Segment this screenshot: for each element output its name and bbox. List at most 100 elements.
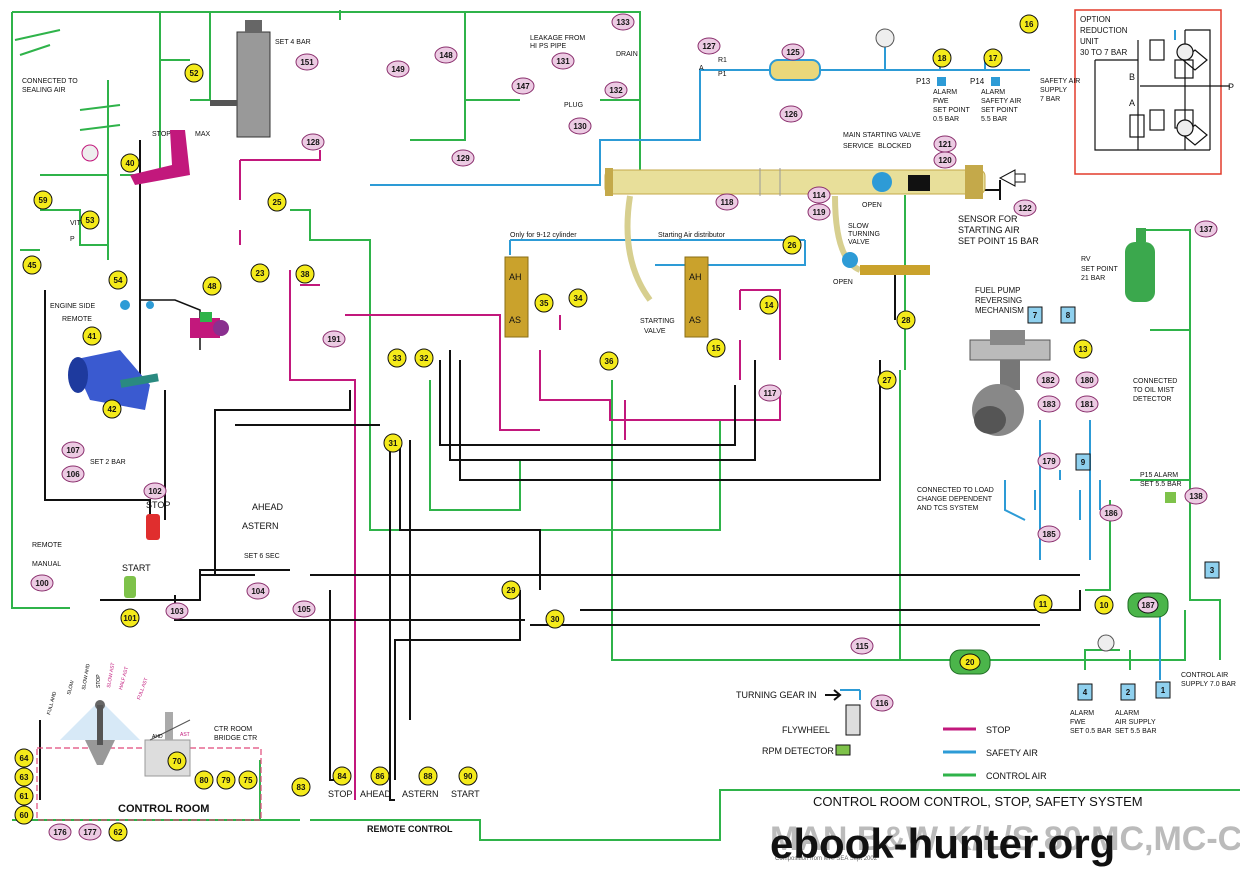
- connected-oil-mist-label: CONNECTED TO OIL MIST DETECTOR: [1133, 378, 1177, 403]
- svg-text:181: 181: [1080, 400, 1094, 409]
- svg-text:ALARM: ALARM: [1070, 710, 1094, 717]
- svg-text:187: 187: [1141, 601, 1155, 610]
- badge-106: 106: [61, 465, 85, 483]
- badge-38: 38: [295, 264, 315, 284]
- starting-air-main-pipe: [604, 165, 986, 302]
- svg-text:176: 176: [53, 828, 67, 837]
- ahead-label: AHEAD: [252, 502, 284, 512]
- badge-45: 45: [22, 255, 42, 275]
- svg-text:105: 105: [297, 605, 311, 614]
- badge-129: 129: [451, 149, 475, 167]
- badge-11: 11: [1033, 594, 1053, 614]
- badge-52: 52: [184, 63, 204, 83]
- badge-70: 70: [167, 751, 187, 771]
- svg-text:75: 75: [244, 776, 253, 785]
- svg-text:115: 115: [856, 642, 869, 651]
- svg-text:29: 29: [507, 586, 516, 595]
- svg-text:53: 53: [86, 216, 95, 225]
- badge-16: 16: [1019, 14, 1039, 34]
- control-room-label: CONTROL ROOM: [118, 803, 209, 815]
- badge-114: 114: [807, 186, 831, 204]
- badge-28: 28: [896, 310, 916, 330]
- option-unit-box: [1074, 9, 1222, 175]
- svg-text:18: 18: [938, 54, 947, 63]
- badge-151: 151: [295, 53, 319, 71]
- open-label-lower: OPEN: [833, 279, 853, 286]
- badge-119: 119: [807, 203, 831, 221]
- oval-187: 187: [1127, 592, 1169, 618]
- svg-text:STOP: STOP: [96, 674, 102, 688]
- p15-indicator: [1165, 492, 1176, 503]
- svg-text:23: 23: [256, 269, 265, 278]
- svg-text:SET 5.5 BAR: SET 5.5 BAR: [1115, 728, 1157, 735]
- svg-text:AND TCS SYSTEM: AND TCS SYSTEM: [917, 505, 978, 512]
- svg-text:119: 119: [813, 208, 826, 217]
- ahd-label: AHD: [152, 734, 163, 740]
- svg-text:151: 151: [300, 58, 314, 67]
- svg-text:41: 41: [88, 332, 97, 341]
- svg-text:UNIT: UNIT: [1080, 37, 1099, 46]
- control-room-lever[interactable]: [144, 712, 191, 777]
- sensor-label-3: SET POINT 15 BAR: [958, 236, 1039, 246]
- stop-label-top: STOP: [152, 131, 171, 138]
- badge-116: 116: [870, 694, 894, 712]
- badge-84: 84: [332, 766, 352, 786]
- badge-30: 30: [545, 609, 565, 629]
- flywheel-box: [845, 704, 861, 736]
- ah-label-left: AH: [509, 272, 522, 282]
- remote-label-lower: REMOTE: [32, 542, 62, 549]
- svg-text:0.5 BAR: 0.5 BAR: [933, 116, 959, 123]
- svg-text:185: 185: [1042, 530, 1056, 539]
- telegraph-handle[interactable]: [60, 700, 140, 765]
- svg-text:SET POINT: SET POINT: [981, 107, 1019, 114]
- svg-text:4: 4: [1083, 688, 1088, 697]
- slow-turning-1: SLOW: [848, 223, 869, 230]
- pressure-gauge-top: [875, 28, 895, 48]
- starting-valve-label-1: STARTING: [640, 318, 675, 325]
- governor-actuator: [68, 350, 159, 410]
- stop-button-102[interactable]: [146, 514, 160, 540]
- badge-79: 79: [216, 770, 236, 790]
- alarm-fwe-label: ALARM FWE SET 0.5 BAR: [1070, 710, 1112, 735]
- badge-63: 63: [14, 767, 34, 787]
- legend-stop-label: STOP: [986, 725, 1010, 735]
- badge-33: 33: [387, 348, 407, 368]
- svg-text:117: 117: [764, 389, 777, 398]
- control-air-supply-1: CONTROL AIR: [1181, 672, 1228, 679]
- svg-text:HALF AST: HALF AST: [118, 666, 130, 690]
- p1-label: P1: [718, 71, 727, 78]
- fuel-linkage: [120, 299, 229, 350]
- fuel-pump-label-3: MECHANISM: [975, 306, 1024, 315]
- svg-text:15: 15: [712, 344, 721, 353]
- box-2: 2: [1120, 683, 1136, 701]
- remote-control-title: REMOTE CONTROL: [367, 824, 453, 834]
- badge-40: 40: [120, 153, 140, 173]
- svg-text:REDUCTION: REDUCTION: [1080, 26, 1128, 35]
- option-b-label: B: [1129, 72, 1135, 82]
- rpm-sensor: [835, 744, 851, 756]
- svg-text:9: 9: [1081, 458, 1086, 467]
- svg-text:128: 128: [306, 138, 320, 147]
- badge-42: 42: [102, 399, 122, 419]
- cylinder-left: [504, 256, 529, 338]
- badge-138: 138: [1184, 487, 1208, 505]
- svg-text:SLOW AST: SLOW AST: [106, 662, 116, 688]
- badge-128: 128: [301, 133, 325, 151]
- start-button-101[interactable]: [124, 576, 136, 598]
- svg-text:31: 31: [389, 439, 398, 448]
- manual-label: MANUAL: [32, 561, 61, 568]
- svg-text:129: 129: [456, 154, 470, 163]
- badge-88: 88: [418, 766, 438, 786]
- svg-text:103: 103: [170, 607, 184, 616]
- badge-127: 127: [697, 37, 721, 55]
- badge-176: 176: [48, 823, 72, 841]
- svg-text:54: 54: [114, 276, 123, 285]
- svg-text:60: 60: [20, 811, 29, 820]
- svg-text:P13: P13: [916, 77, 931, 86]
- svg-text:1: 1: [1161, 686, 1166, 695]
- p14-block: P14 ALARM SAFETY AIR SET POINT 5.5 BAR: [970, 77, 1021, 123]
- svg-text:7: 7: [1033, 311, 1038, 320]
- svg-text:ALARM: ALARM: [1115, 710, 1139, 717]
- badge-60: 60: [14, 805, 34, 825]
